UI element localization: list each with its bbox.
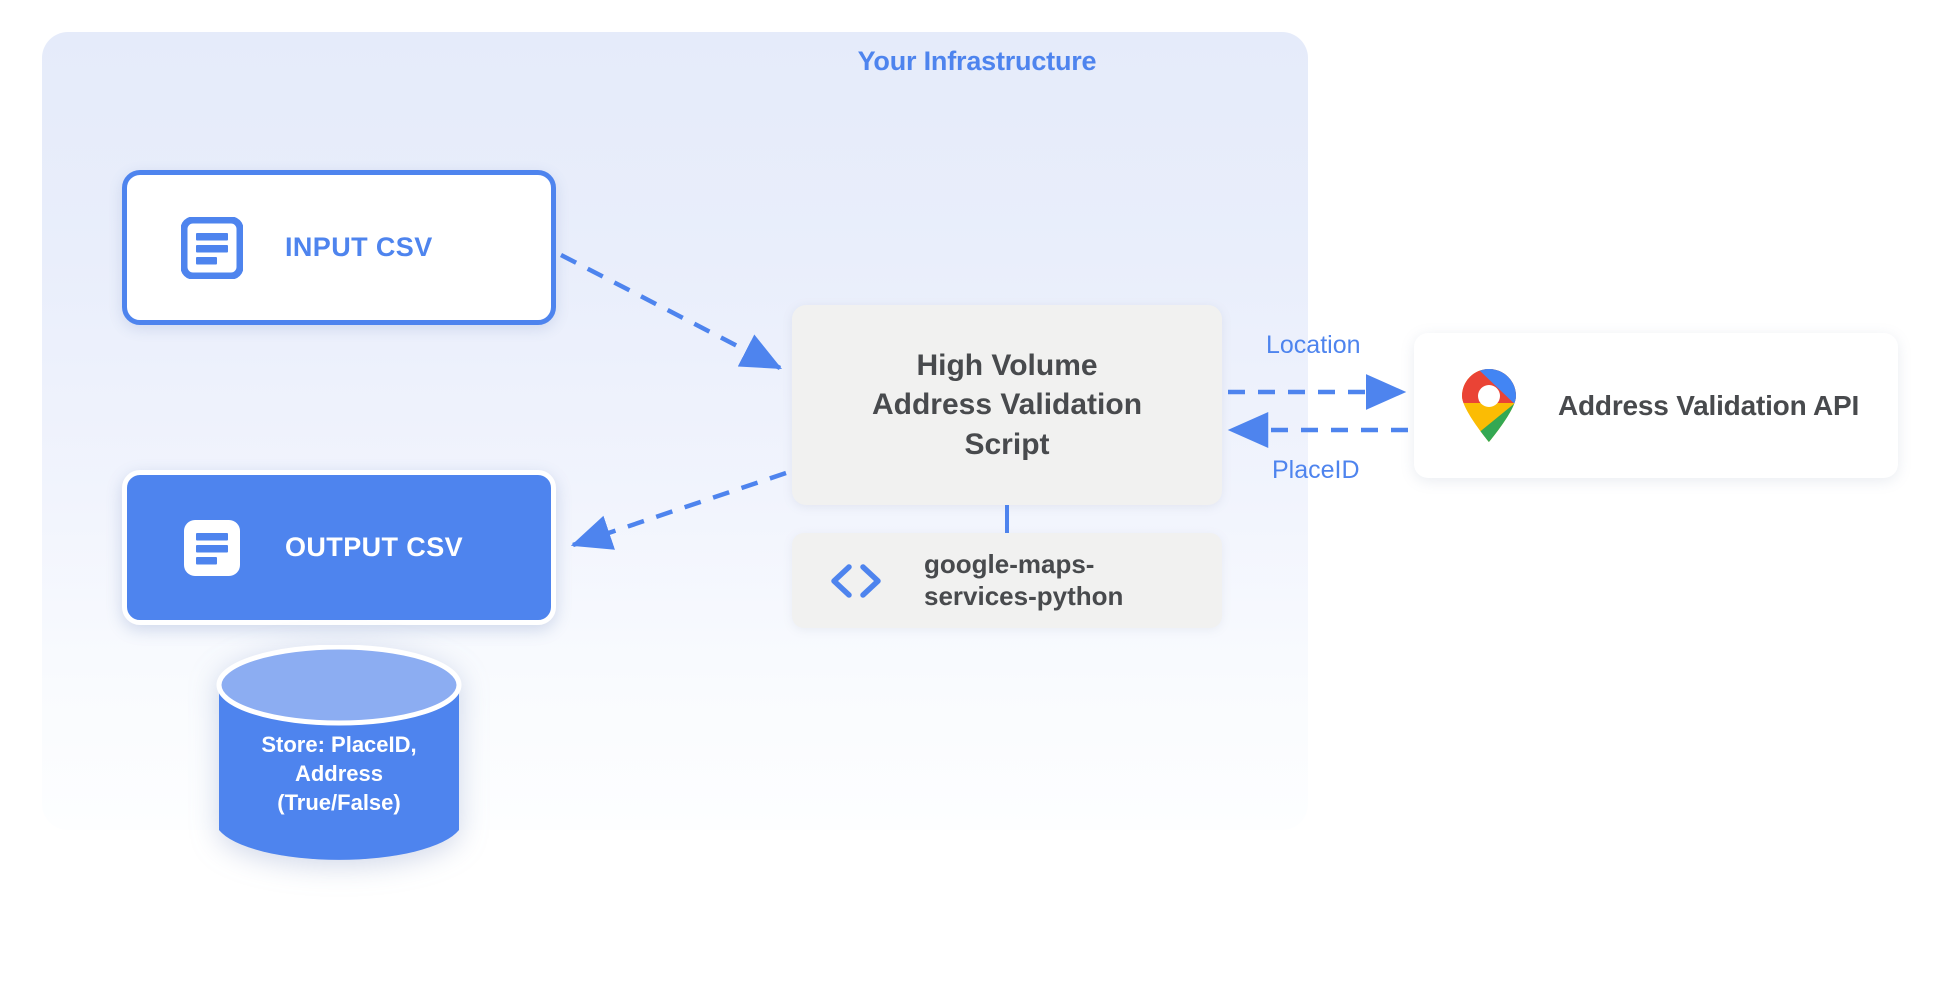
library-line-1: google-maps- [924,549,1095,580]
script-line-2: Address Validation [871,388,1143,422]
document-icon [180,216,244,279]
node-input-csv-label: INPUT CSV [285,232,433,262]
node-output-csv[interactable]: OUTPUT CSV [122,470,556,625]
node-output-csv-label: OUTPUT CSV [285,532,464,562]
library-line-2: services-python [924,580,1124,611]
google-maps-pin-icon [1458,368,1520,443]
panel-title: Your Infrastructure [857,46,1097,76]
code-icon [828,561,884,601]
node-script[interactable]: High Volume Address Validation Script [792,305,1222,505]
node-library-label: google-maps- services-python [924,549,1123,611]
edge-label-location: Location [1266,331,1361,359]
script-line-3: Script [964,427,1050,461]
document-icon [181,517,243,579]
node-input-csv[interactable]: INPUT CSV [122,170,556,325]
node-address-validation-api[interactable]: Address Validation API [1414,333,1898,478]
script-library-connector [1005,505,1009,535]
node-database[interactable] [215,645,463,870]
edge-label-placeid: PlaceID [1272,456,1360,484]
node-library[interactable]: google-maps- services-python [792,533,1222,628]
script-line-1: High Volume [916,348,1098,382]
node-api-label: Address Validation API [1558,389,1860,421]
